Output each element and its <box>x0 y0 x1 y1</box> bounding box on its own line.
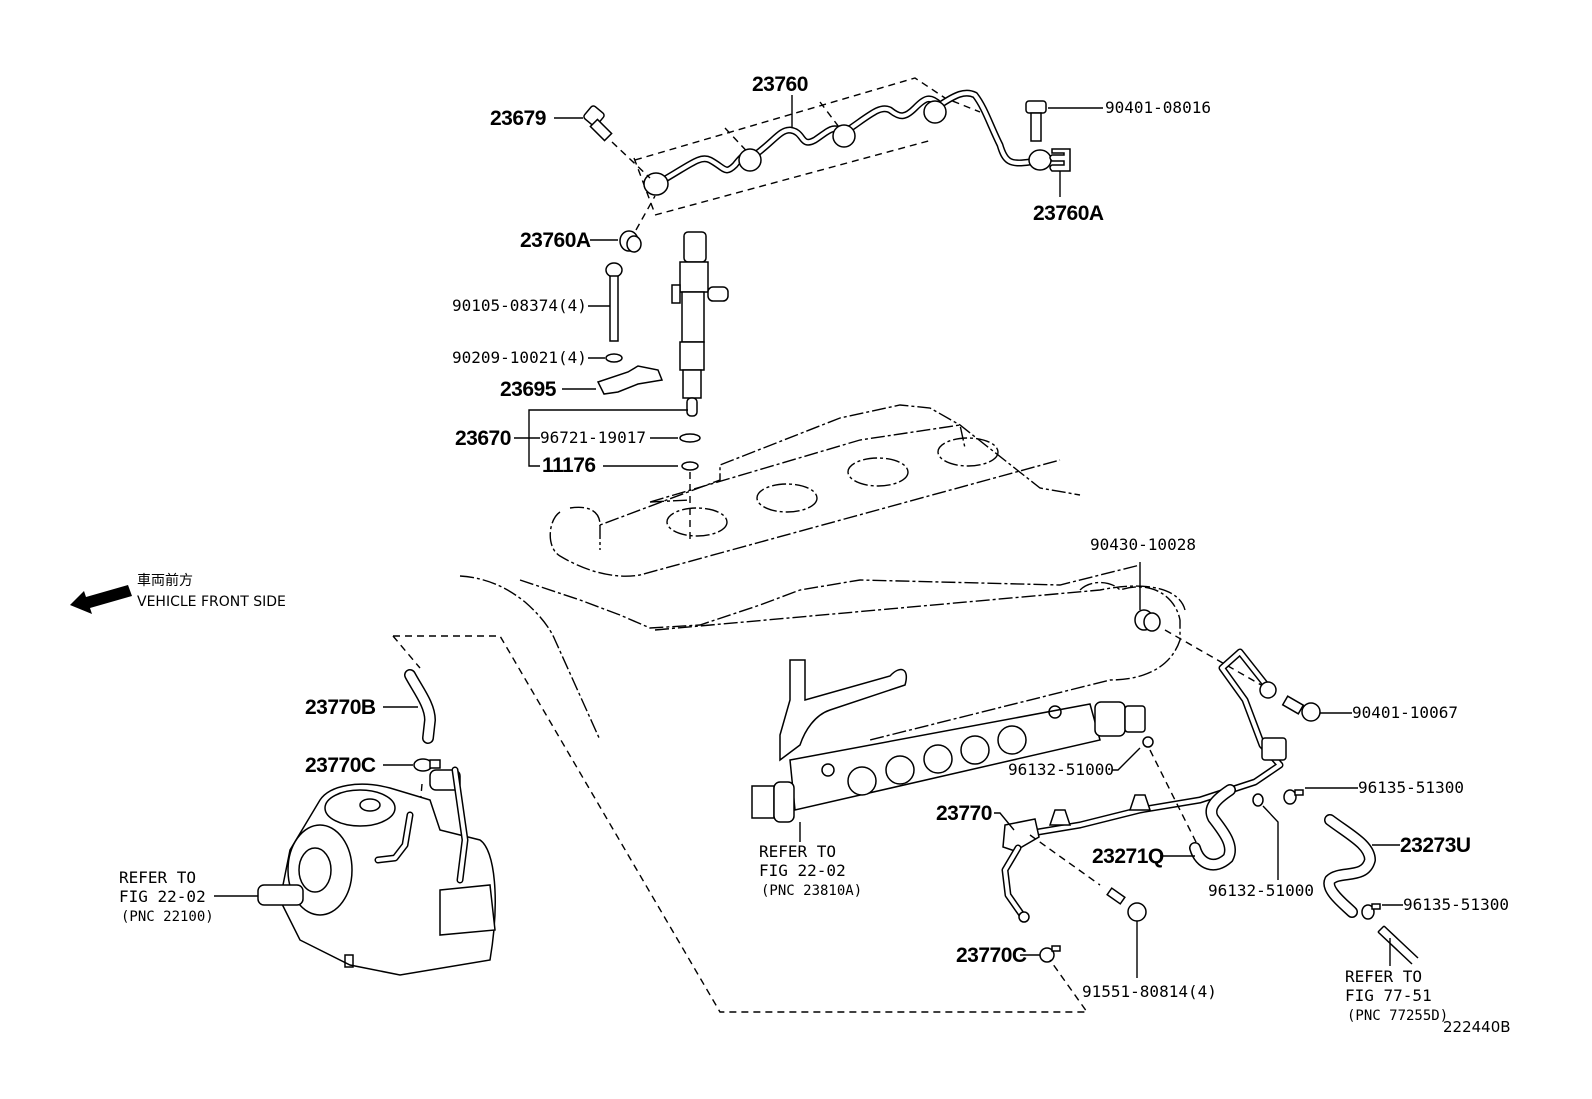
gasket-11176[interactable] <box>681 461 699 471</box>
reference-pump-line3: (PNC 22100) <box>121 909 214 925</box>
clip-96132-51000-b[interactable] <box>1252 793 1264 807</box>
label-90209-10021[interactable]: 90209-10021(4) <box>452 348 587 367</box>
label-96135-51300-a[interactable]: 96135-51300 <box>1358 778 1464 797</box>
leader-line <box>1029 834 1101 886</box>
hose-23273U[interactable] <box>1323 814 1376 918</box>
leader-line <box>1149 749 1201 851</box>
direction-note-en: VEHICLE FRONT SIDE <box>137 594 286 610</box>
reference-rail-line2: FIG 22-02 <box>759 861 846 880</box>
reference-pump-line1: REFER TO <box>119 868 196 887</box>
figure-id: 222440B <box>1443 1018 1511 1036</box>
label-23273U[interactable]: 23273U <box>1400 834 1471 857</box>
injection-pipe-23760[interactable] <box>633 77 1052 216</box>
label-23695[interactable]: 23695 <box>500 378 557 401</box>
clip-96135-51300-a[interactable] <box>1283 789 1304 805</box>
leader-line <box>1112 747 1141 771</box>
union-bolt-23679[interactable] <box>583 105 613 142</box>
label-91551-80814[interactable]: 91551-80814(4) <box>1082 982 1217 1001</box>
label-23770[interactable]: 23770 <box>936 802 992 825</box>
label-96721-19017[interactable]: 96721-19017 <box>540 428 646 447</box>
label-23760A-left[interactable]: 23760A <box>520 229 591 252</box>
return-pipe-23770[interactable] <box>1001 648 1287 923</box>
washer-90209-10021[interactable] <box>605 353 623 363</box>
label-90401-10067[interactable]: 90401-10067 <box>1352 703 1458 722</box>
label-23770C-bottom[interactable]: 23770C <box>956 944 1027 967</box>
pump-dashed-boundary <box>393 635 1089 1013</box>
gasket-90430-10028[interactable] <box>1134 609 1161 632</box>
label-90105-08374[interactable]: 90105-08374(4) <box>452 296 587 315</box>
reference-fuel-line2: FIG 77-51 <box>1345 986 1432 1005</box>
reference-pump[interactable]: REFER TO FIG 22-02 (PNC 22100) <box>119 868 214 925</box>
clip-23770C-bottom[interactable] <box>1039 945 1061 963</box>
supply-pump <box>257 766 496 976</box>
label-23679[interactable]: 23679 <box>490 107 546 130</box>
union-bolt-90401-10067[interactable] <box>1281 695 1321 722</box>
clamp-23695[interactable] <box>596 365 664 395</box>
label-11176[interactable]: 11176 <box>542 454 596 477</box>
injector-23670[interactable] <box>671 231 729 417</box>
reference-fuel-line3: (PNC 77255D) <box>1347 1008 1448 1024</box>
leader-line <box>1164 629 1271 691</box>
vehicle-front-direction: 車両前方 VEHICLE FRONT SIDE <box>70 572 286 614</box>
common-rail <box>751 659 1146 823</box>
label-23760A-top[interactable]: 23760A <box>1033 202 1104 225</box>
label-96132-51000-a[interactable]: 96132-51000 <box>1008 760 1114 779</box>
bolt-90105-08374[interactable] <box>605 262 623 342</box>
label-23760[interactable]: 23760 <box>752 73 808 96</box>
reference-rail[interactable]: REFER TO FIG 22-02 (PNC 23810A) <box>759 842 862 899</box>
label-96135-51300-b[interactable]: 96135-51300 <box>1403 895 1509 914</box>
leader-line <box>994 812 1015 831</box>
leader-line <box>392 635 421 669</box>
reference-fuel-line1: REFER TO <box>1345 967 1422 986</box>
reference-fuel[interactable]: REFER TO FIG 77-51 (PNC 77255D) <box>1345 967 1448 1024</box>
clip-96135-51300-b[interactable] <box>1361 903 1381 920</box>
hose-23770B[interactable] <box>404 669 436 744</box>
o-ring-96721-19017[interactable] <box>679 433 701 443</box>
reference-rail-line3: (PNC 23810A) <box>761 883 862 899</box>
fuel-pipe-end <box>1377 925 1419 965</box>
label-23271Q[interactable]: 23271Q <box>1092 845 1164 868</box>
leader-line <box>635 195 656 231</box>
clip-23770C-top[interactable] <box>413 758 441 772</box>
label-23670[interactable]: 23670 <box>455 427 511 450</box>
engine-head-outline <box>459 404 1186 741</box>
label-23770C-top[interactable]: 23770C <box>305 754 376 777</box>
reference-rail-line1: REFER TO <box>759 842 836 861</box>
union-bolt-90401-08016[interactable] <box>1025 100 1047 142</box>
arrow-left-icon <box>70 585 132 614</box>
bolt-91551-80814[interactable] <box>1106 887 1147 922</box>
label-90401-08016[interactable]: 90401-08016 <box>1105 98 1211 117</box>
label-23770B[interactable]: 23770B <box>305 696 376 719</box>
clip-96132-51000-a[interactable] <box>1142 736 1154 748</box>
leader-line <box>611 141 651 179</box>
label-90430-10028[interactable]: 90430-10028 <box>1090 535 1196 554</box>
reference-pump-line2: FIG 22-02 <box>119 887 206 906</box>
clamp-23760A-left[interactable] <box>619 230 642 253</box>
leader-line <box>1262 805 1279 880</box>
direction-note-jp: 車両前方 <box>137 572 193 589</box>
label-96132-51000-b[interactable]: 96132-51000 <box>1208 881 1314 900</box>
clamp-23760A-top[interactable] <box>1049 148 1071 172</box>
hose-23271Q[interactable] <box>1189 784 1236 871</box>
